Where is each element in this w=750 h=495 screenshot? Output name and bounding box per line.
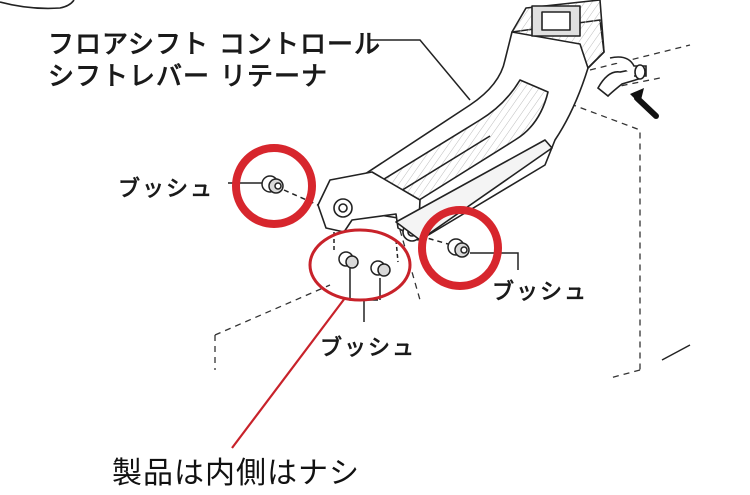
part-name-line2: シフトレバー リテーナ xyxy=(48,62,329,92)
highlight-circle-right xyxy=(418,206,502,290)
corner-fragment xyxy=(0,0,75,10)
highlight-circles xyxy=(232,144,502,290)
highlight-circle-left xyxy=(232,144,316,228)
bush-right xyxy=(419,235,519,270)
bush-bottom-pair xyxy=(333,232,399,322)
bush-bottom-label: ブッシュ xyxy=(320,336,417,361)
lever-shaft xyxy=(596,56,647,98)
bush-left-label: ブッシュ xyxy=(118,177,215,202)
frame-edge xyxy=(661,344,691,361)
shift-lever-retainer xyxy=(317,0,605,242)
note-pointer-line xyxy=(231,297,346,449)
part-name-line1: フロアシフト コントロール xyxy=(48,30,382,60)
part-name-leader xyxy=(370,39,471,101)
arrow-up-left-icon xyxy=(630,88,659,119)
bush-right-label: ブッシュ xyxy=(492,280,589,305)
highlight-circle-bottom xyxy=(308,228,412,302)
note-text: 製品は内側はナシ xyxy=(112,456,360,491)
